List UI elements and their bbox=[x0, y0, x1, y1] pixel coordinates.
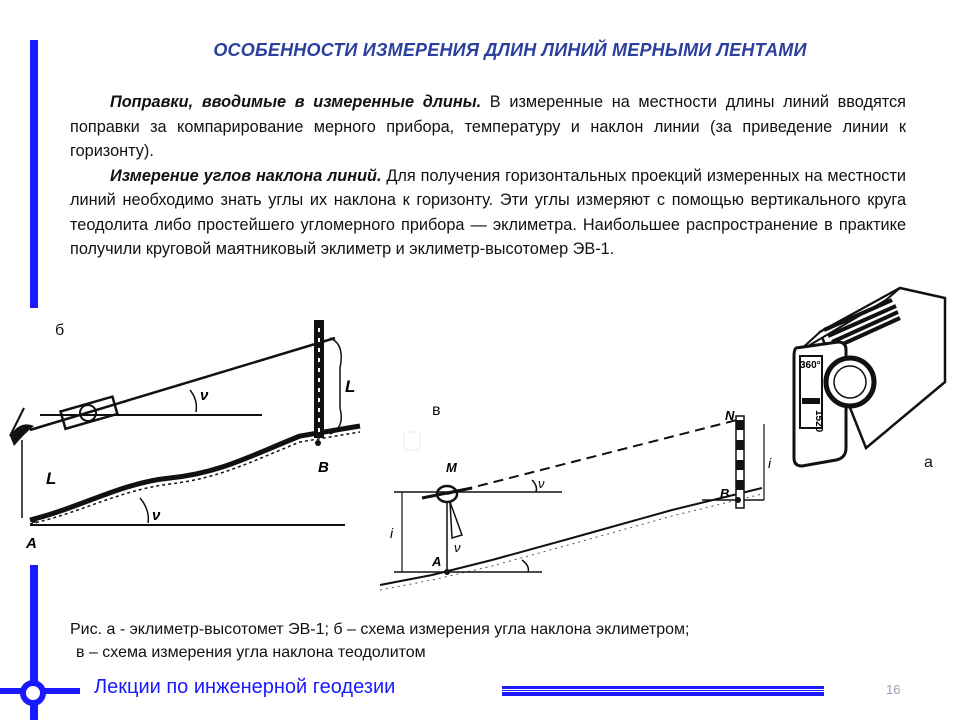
figure-caption: Рис. а - эклиметр-высотомет ЭВ-1; б – сх… bbox=[70, 618, 930, 664]
mark-L-left: L bbox=[46, 469, 56, 488]
slide-title: ОСОБЕННОСТИ ИЗМЕРЕНИЯ ДЛИН ЛИНИЙ МЕРНЫМИ… bbox=[213, 40, 807, 60]
mark-point-A: A bbox=[431, 554, 441, 569]
figure-a-label: а bbox=[924, 454, 933, 471]
scale-label-360: 360° bbox=[800, 360, 821, 371]
figure-b-label: б bbox=[55, 322, 65, 339]
caption-line-2: в – схема измерения угла наклона теодоли… bbox=[76, 644, 426, 661]
left-accent-bar-top bbox=[30, 40, 38, 310]
footer-rule-right bbox=[502, 686, 824, 696]
mark-i-left: i bbox=[390, 525, 394, 541]
mark-nu-pendulum: ν bbox=[454, 540, 461, 555]
footer-course-title: Лекции по инженерной геодезии bbox=[94, 676, 396, 698]
left-accent-bar-bottom bbox=[30, 565, 38, 720]
mark-nu-line: ν bbox=[538, 476, 545, 491]
paragraph-lead: Поправки, вводимые в измеренные длины. bbox=[110, 93, 482, 111]
paragraph-body: Для получения горизонтальных проекций из… bbox=[70, 166, 906, 259]
paragraph-slope-angles: Измерение углов наклона линий. Для получ… bbox=[70, 164, 906, 262]
caption-line-1: Рис. а - эклиметр-высотомет ЭВ-1; б – сх… bbox=[70, 621, 690, 638]
paragraph-body: В измеренные на местности длины линий вв… bbox=[70, 93, 907, 160]
mark-i-right: i bbox=[768, 455, 772, 471]
mark-point-B: B bbox=[720, 486, 729, 501]
mark-L-right: L bbox=[345, 377, 355, 396]
mark-point-B: B bbox=[318, 459, 329, 476]
mark-point-A: A bbox=[25, 535, 37, 552]
paragraph-corrections: Поправки, вводимые в измеренные длины. В… bbox=[70, 90, 906, 164]
body-text: Поправки, вводимые в измеренные длины. В… bbox=[70, 90, 906, 262]
mark-point-N: N bbox=[725, 408, 735, 423]
figure-v-theodolite-scheme: N M ν ν i i B A bbox=[372, 380, 777, 600]
mark-nu-top: ν bbox=[200, 387, 209, 404]
page-number: 16 bbox=[886, 682, 901, 697]
mark-nu-bottom: ν bbox=[152, 507, 161, 524]
footer-circle-ornament bbox=[20, 680, 46, 706]
figure-b-clinometer-scheme: ν ν L L B A bbox=[0, 308, 380, 563]
scale-label-1520: 1520 bbox=[813, 410, 824, 433]
mark-point-M: M bbox=[446, 460, 458, 475]
figure-v-label: в bbox=[432, 402, 441, 419]
figure-a-clinometer-device: 360° 1520 bbox=[780, 270, 960, 485]
paragraph-lead: Измерение углов наклона линий. bbox=[110, 166, 382, 185]
